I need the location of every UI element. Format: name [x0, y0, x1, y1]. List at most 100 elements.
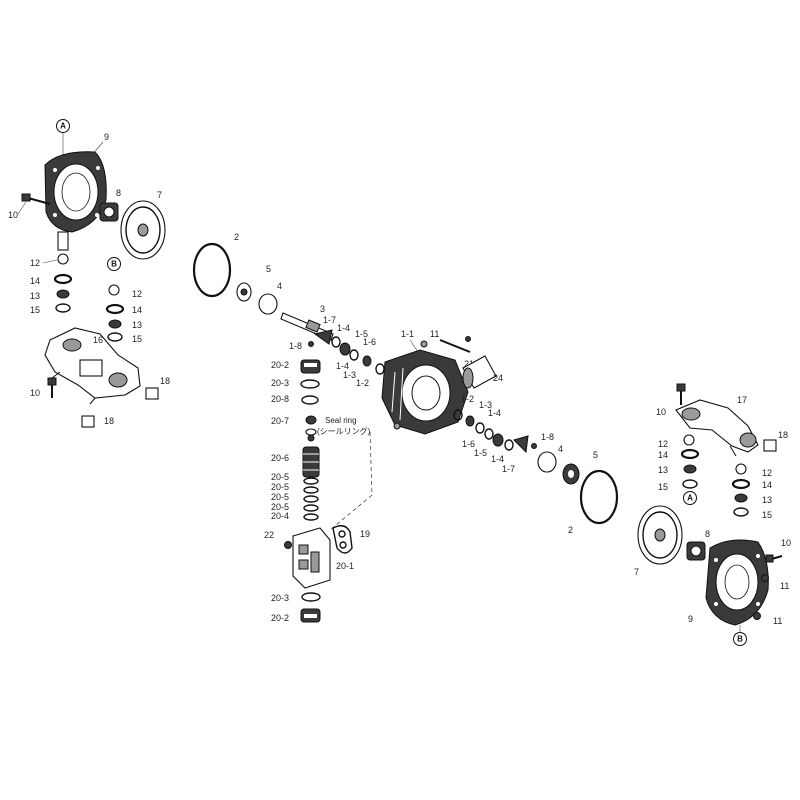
label-22: 22 — [264, 530, 274, 540]
seal-ring-jp-label: (シールリング) — [317, 426, 371, 436]
label-9-left: 9 — [104, 132, 109, 142]
part-19-gasket — [332, 525, 353, 554]
part-12-ball-right-b — [735, 463, 747, 475]
center-shaft-group: 2 5 4 3 1-7 1-8 1-4 1-5 1-6 1-4 1-3 1-2 — [192, 232, 619, 535]
seal-ring-label: Seal ring — [325, 416, 357, 425]
label-20-1: 20-1 — [336, 561, 354, 571]
part-13-guide-right — [683, 464, 697, 474]
part-20-5-ring-4 — [303, 504, 319, 512]
part-18-plug-left — [145, 387, 159, 400]
label-1-7-left: 1-7 — [323, 315, 336, 325]
part-2-oring-right — [579, 469, 619, 525]
label-2-right: 2 — [568, 525, 573, 535]
callout-b-label-right: B — [737, 635, 743, 644]
part-1-4-ring-right-b — [504, 439, 514, 451]
part-1-3-ring-right — [465, 415, 475, 427]
part-1-4-ring-right — [475, 422, 485, 434]
label-18-left-b: 18 — [104, 416, 114, 426]
label-1-6-right: 1-6 — [462, 439, 475, 449]
part-20-2-cap-top — [300, 359, 321, 374]
label-16: 16 — [93, 335, 103, 345]
label-10-right: 10 — [781, 538, 791, 548]
part-1-7-cap-right — [513, 435, 529, 454]
label-10-left: 10 — [8, 210, 18, 220]
part-5-disc-right — [562, 463, 580, 485]
callout-a-label-right: A — [687, 494, 693, 503]
part-12-ball-left-b — [108, 284, 120, 296]
part-10-bolt-lower-left — [47, 377, 57, 398]
label-20-6: 20-6 — [271, 453, 289, 463]
label-1-4-right-b: 1-4 — [491, 454, 504, 464]
part-20-1-valve-body — [292, 527, 331, 589]
label-14-right: 14 — [658, 450, 668, 460]
label-15-left-b: 15 — [132, 334, 142, 344]
label-7-right: 7 — [634, 567, 639, 577]
label-1-8-right: 1-8 — [541, 432, 554, 442]
label-15-right-b: 15 — [762, 510, 772, 520]
left-assembly: A 9 10 8 7 — [8, 119, 170, 428]
label-15-left: 15 — [30, 305, 40, 315]
part-1-5-bush-right — [492, 433, 504, 447]
label-1-6-left: 1-6 — [363, 337, 376, 347]
assembly-dash-line — [329, 431, 373, 531]
part-10-bolt-right — [765, 554, 783, 563]
part-15-oring-left — [55, 303, 71, 313]
label-4-left: 4 — [277, 281, 282, 291]
part-7-diaphragm-right — [637, 505, 683, 565]
part-24-muffler — [462, 355, 497, 389]
label-9-right: 9 — [688, 614, 693, 624]
part-1-8-screw-left — [308, 341, 314, 347]
part-1-8-screw-right — [531, 443, 537, 449]
part-1-5-bush-left — [339, 342, 351, 356]
label-17: 17 — [737, 395, 747, 405]
part-15-oring-right — [682, 479, 698, 489]
label-1-3-left: 1-3 — [343, 370, 356, 380]
part-15-oring-right-b — [733, 507, 749, 517]
label-13-left-b: 13 — [132, 320, 142, 330]
part-1-7-cap-left — [313, 329, 333, 345]
part-20-8-ring — [301, 395, 319, 405]
part-20-5-ring-2 — [303, 486, 319, 494]
part-15-oring-left-b — [107, 332, 123, 342]
label-20-2-bottom: 20-2 — [271, 613, 289, 623]
label-18-left: 18 — [160, 376, 170, 386]
label-12-right: 12 — [658, 439, 668, 449]
label-20-5-a: 20-5 — [271, 472, 289, 482]
part-4-washer-right — [537, 451, 557, 473]
label-10-lower-left: 10 — [30, 388, 40, 398]
label-1-2-right: 1-2 — [461, 394, 474, 404]
label-14-left-b: 14 — [132, 305, 142, 315]
label-20-3-top: 20-3 — [271, 378, 289, 388]
label-15-right: 15 — [658, 482, 668, 492]
label-13-right: 13 — [658, 465, 668, 475]
part-1-2-ring-right — [453, 409, 463, 421]
label-20-7: 20-7 — [271, 416, 289, 426]
part-1-6-ring-right — [484, 428, 494, 440]
part-10-bolt-left — [21, 193, 51, 205]
part-13-guide-left — [56, 289, 70, 299]
label-1-3-right: 1-3 — [479, 400, 492, 410]
label-20-8: 20-8 — [271, 394, 289, 404]
label-1-4-left: 1-4 — [337, 323, 350, 333]
label-12-left-b: 12 — [132, 289, 142, 299]
label-5-left: 5 — [266, 264, 271, 274]
label-20-4: 20-4 — [271, 511, 289, 521]
part-9-pump-body-left — [44, 151, 107, 251]
label-20-5-b: 20-5 — [271, 482, 289, 492]
part-9-pump-body-right — [705, 539, 769, 626]
part-20-7-seal-holder — [305, 415, 317, 442]
label-1-5-left: 1-5 — [355, 329, 368, 339]
part-7-diaphragm-left — [120, 200, 166, 260]
label-4-right: 4 — [558, 444, 563, 454]
part-12-ball-right — [683, 434, 695, 446]
air-valve-stack: 20-2 20-3 20-8 20-7 Seal ring (シールリング) 2… — [264, 359, 373, 623]
callout-b-label-left: B — [111, 260, 117, 269]
label-8-left: 8 — [116, 188, 121, 198]
callout-b-marker-right — [733, 632, 747, 646]
callout-a-marker-right — [683, 491, 697, 505]
callout-b-marker-left — [107, 257, 121, 271]
part-8-nut-right — [686, 541, 706, 561]
part-1-1-center-body — [381, 349, 469, 435]
part-14-seat-left-b — [105, 303, 125, 315]
label-11-right-b: 11 — [773, 616, 782, 626]
